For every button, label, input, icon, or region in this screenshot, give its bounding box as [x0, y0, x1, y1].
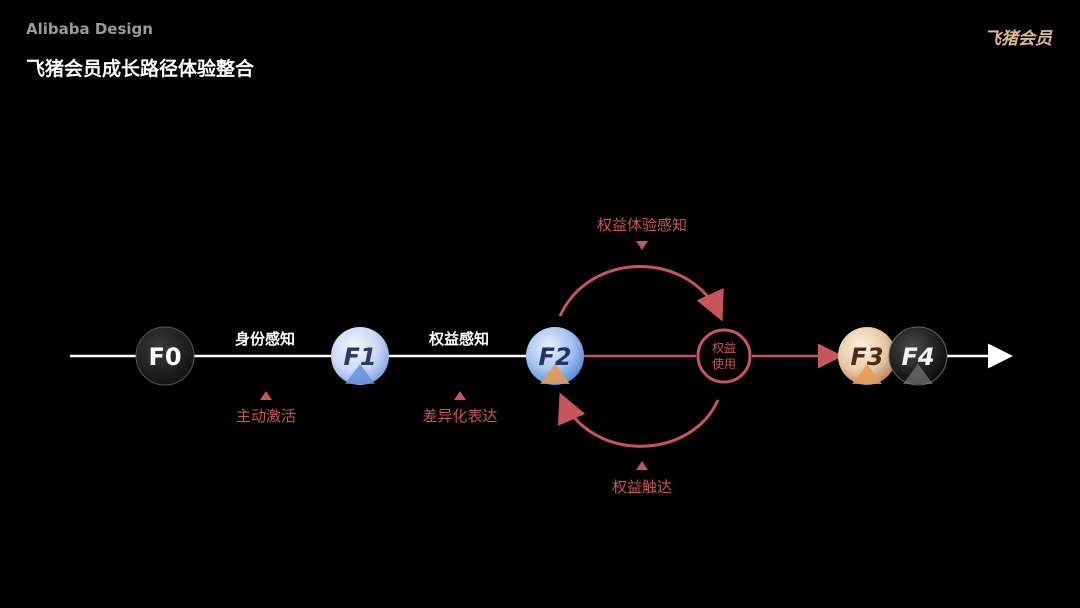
- level-node-f3: F3: [838, 327, 896, 385]
- trigger-marker-icon-2: [454, 391, 466, 400]
- svg-text:F0: F0: [148, 343, 181, 371]
- loop-top-label: 权益体验感知: [597, 216, 687, 234]
- loop-bottom-label: 权益触达: [612, 478, 672, 496]
- benefit-use-hub: [696, 328, 752, 384]
- svg-text:F3: F3: [850, 343, 883, 371]
- svg-text:F2: F2: [538, 343, 571, 371]
- trigger-label-activate: 主动激活: [236, 407, 296, 425]
- level-node-f4: F4: [888, 326, 948, 386]
- page-title: 飞猪会员成长路径体验整合: [26, 58, 255, 80]
- hub-label-line1: 权益: [712, 341, 736, 355]
- svg-text:F4: F4: [901, 343, 934, 371]
- svg-text:F1: F1: [343, 343, 376, 371]
- loop-arc-bottom: [557, 392, 720, 448]
- trigger-label-differentiate: 差异化表达: [422, 407, 497, 425]
- level-node-f1: F1: [331, 327, 389, 385]
- level-node-f0: F0: [135, 326, 195, 386]
- segment-label-benefit: 权益感知: [428, 330, 489, 348]
- brand-name: Alibaba Design: [26, 20, 153, 38]
- loop-top-marker-icon: [636, 241, 648, 250]
- feizhu-member-logo: 飞猪会员: [984, 29, 1052, 49]
- trigger-marker-icon-1: [260, 391, 272, 400]
- loop-arc-top: [558, 265, 724, 322]
- segment-label-identity: 身份感知: [235, 330, 295, 348]
- hub-label-line2: 使用: [712, 356, 736, 371]
- loop-bottom-marker-icon: [636, 461, 648, 470]
- level-node-f2: F2: [526, 327, 584, 385]
